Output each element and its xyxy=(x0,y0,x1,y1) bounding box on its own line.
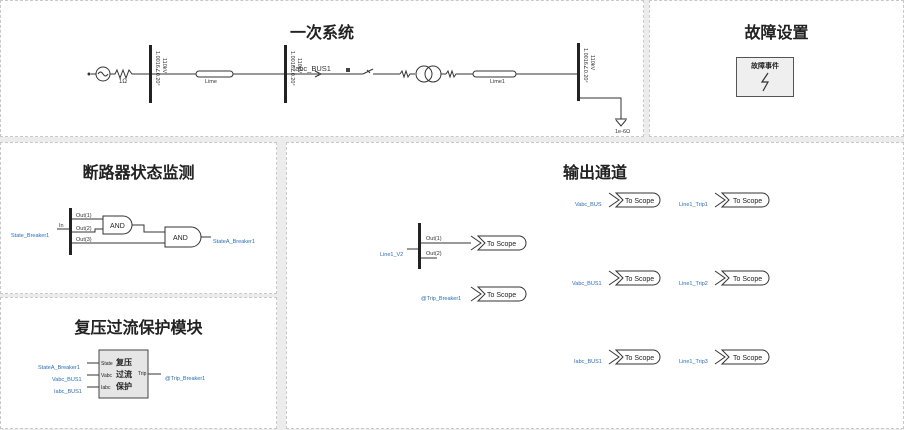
protection-input-2: Iabc_BUS1 xyxy=(54,389,82,395)
output-panel: 输出通道 Line1_V2 Out(1) Out(2) To Scope @Tr… xyxy=(286,142,904,429)
scope-7[interactable]: To Scope xyxy=(714,270,770,286)
scope-8[interactable]: To Scope xyxy=(714,349,770,365)
signal-4: Iabc_BUS1 xyxy=(574,359,602,365)
panel-title: 断路器状态监测 xyxy=(82,163,195,182)
bus1-kv-label: 110kV xyxy=(161,58,167,74)
scope-7-label: To Scope xyxy=(733,276,762,283)
scope-5[interactable]: To Scope xyxy=(608,349,661,365)
meter-label: Iabc_BUS1 xyxy=(293,64,331,73)
protection-output: @Trip_Breaker1 xyxy=(165,376,205,382)
lightning-icon xyxy=(760,72,770,92)
and-gate-1[interactable] xyxy=(102,215,133,235)
line-label: Lime xyxy=(205,79,217,85)
scope-6-label: To Scope xyxy=(733,198,762,205)
scope-5-label: To Scope xyxy=(625,355,654,362)
trip-breaker-label: @Trip_Breaker1 xyxy=(421,296,461,302)
state-a-breaker-output: StateA_Breaker1 xyxy=(213,239,255,245)
protection-port-2: Iabc xyxy=(101,385,111,391)
bus1-voltage-label: 1.0016∠0.20° xyxy=(154,51,161,86)
bus-input-label: Line1_V2 xyxy=(380,252,403,258)
panel-title: 复压过流保护模块 xyxy=(74,318,203,337)
output-diagram: Line1_V2 Out(1) Out(2) To Scope @Trip_Br… xyxy=(380,192,770,365)
breaker-monitor-panel: 断路器状态监测 State_Breaker1 In Out(1) Out(2) … xyxy=(0,142,277,294)
protection-port-0: State xyxy=(101,361,113,367)
protection-input-0: StateA_Breaker1 xyxy=(38,365,80,371)
demux-out1: Out(1) xyxy=(76,213,92,219)
scope-3[interactable]: To Scope xyxy=(608,192,661,208)
breaker-indicator xyxy=(346,68,350,72)
transformer-icon[interactable] xyxy=(415,65,433,83)
scope-1[interactable]: To Scope xyxy=(470,235,527,251)
protection-input-1: Vabc_BUS1 xyxy=(52,377,82,383)
scope-2[interactable]: To Scope xyxy=(470,286,527,302)
bus1-bar[interactable] xyxy=(149,45,152,103)
resistor-icon xyxy=(110,68,149,80)
and-gate-2-label: AND xyxy=(173,235,188,242)
source-resistance-label: 1Ω xyxy=(119,79,127,85)
bus2-voltage-label: 1.0016∠0.20° xyxy=(289,51,296,86)
bus2-kv-label: 110kV xyxy=(296,58,302,74)
signal-3: Line1_Trip2 xyxy=(679,281,708,287)
bus3-voltage-label: 1.0016∠0.20° xyxy=(582,48,589,83)
fault-event-label: 故障事件 xyxy=(751,63,779,70)
line1-label: Lime1 xyxy=(490,79,505,85)
signal-0: Vabc_BUS xyxy=(575,202,602,208)
scope-1-label: To Scope xyxy=(487,241,516,248)
protection-block[interactable] xyxy=(98,349,149,399)
breaker-diagram: State_Breaker1 In Out(1) Out(2) Out(3) A… xyxy=(11,208,255,255)
ground-resistance-label: 1e-6Ω xyxy=(615,129,630,135)
primary-system-panel: 一次系统 1Ω 1.0016∠0.20° 110kV Lime 1.0016∠0… xyxy=(0,0,644,137)
and-gate-2[interactable] xyxy=(164,226,202,248)
primary-diagram: 1Ω 1.0016∠0.20° 110kV Lime 1.0016∠0.20° … xyxy=(87,43,630,135)
panel-title: 一次系统 xyxy=(289,23,354,42)
bus2-bar[interactable] xyxy=(284,45,287,103)
demux-out2: Out(2) xyxy=(76,226,92,232)
protection-panel: 复压过流保护模块 StateA_Breaker1 Vabc_BUS1 Iabc_… xyxy=(0,297,277,429)
scope-4-label: To Scope xyxy=(625,276,654,283)
output-demux-out2: Out(2) xyxy=(426,251,442,257)
demux-out3: Out(3) xyxy=(76,237,92,243)
scope-3-label: To Scope xyxy=(625,198,654,205)
demux-bar[interactable] xyxy=(69,208,72,255)
output-demux-out1: Out(1) xyxy=(426,236,442,242)
panel-title: 故障设置 xyxy=(744,23,809,42)
signal-1: Line1_Trip1 xyxy=(679,202,708,208)
protection-out-port: Trip xyxy=(138,371,147,377)
protection-text-1: 过流 xyxy=(116,369,132,379)
scope-2-label: To Scope xyxy=(487,292,516,299)
protection-diagram: StateA_Breaker1 Vabc_BUS1 Iabc_BUS1 Stat… xyxy=(38,349,205,399)
scope-4[interactable]: To Scope xyxy=(608,270,661,286)
protection-text-2: 保护 xyxy=(115,381,132,391)
protection-text-0: 复压 xyxy=(115,357,132,367)
bus3-kv-label: 110kV xyxy=(589,55,595,71)
panel-title: 输出通道 xyxy=(562,163,627,182)
scope-6[interactable]: To Scope xyxy=(714,192,770,208)
scope-8-label: To Scope xyxy=(733,355,762,362)
demux-in-port: In xyxy=(59,223,64,229)
bus3-bar[interactable] xyxy=(577,43,580,101)
and-gate-1-label: AND xyxy=(110,223,125,230)
signal-2: Vabc_BUS1 xyxy=(572,281,602,287)
state-breaker-input: State_Breaker1 xyxy=(11,233,49,239)
line-block[interactable] xyxy=(195,70,234,78)
line1-block[interactable] xyxy=(472,70,517,78)
ground-dot xyxy=(87,72,91,76)
fault-event-block[interactable]: 故障事件 xyxy=(736,57,794,97)
signal-5: Line1_Trip3 xyxy=(679,359,708,365)
protection-port-1: Vabc xyxy=(101,373,113,379)
output-demux-bar[interactable] xyxy=(418,223,421,269)
inductor2-icon xyxy=(445,69,473,79)
fault-panel: 故障设置 故障事件 xyxy=(649,0,904,137)
inductor-icon xyxy=(399,69,415,79)
